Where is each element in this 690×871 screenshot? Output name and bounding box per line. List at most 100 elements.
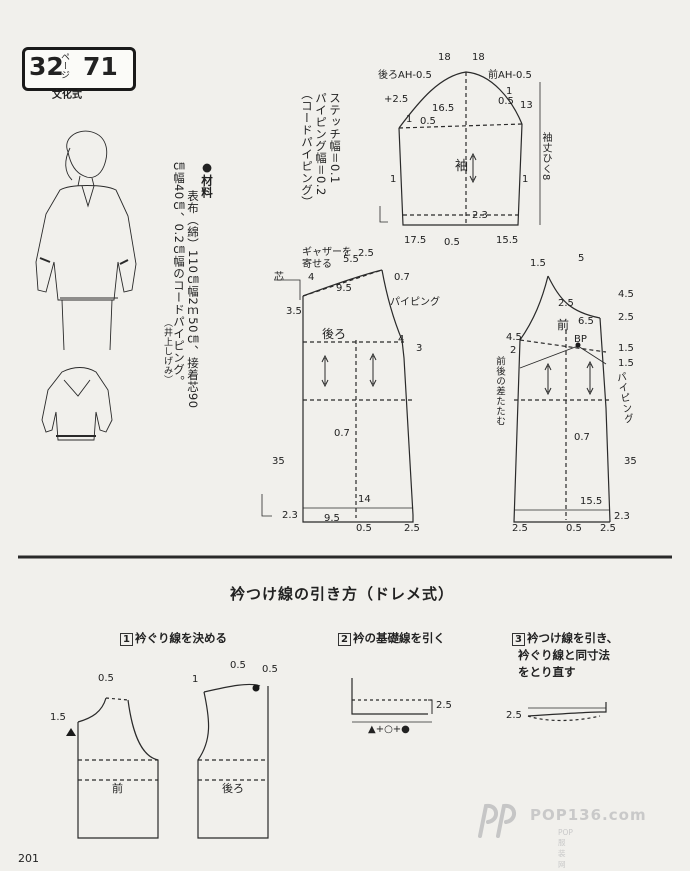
step3-dim-2-5: 2.5 [506, 710, 522, 721]
step-1-number: 1 [120, 633, 133, 646]
step1-dim-1: 1 [192, 674, 199, 685]
materials-title: ●材料 [200, 160, 214, 199]
dim-4-5-front-b: 4.5 [506, 332, 522, 343]
dim-2-5-front-b: 2.5 [618, 312, 634, 323]
step-2-number: 2 [338, 633, 351, 646]
item-number: 71 [83, 52, 118, 81]
neck-point-dot [252, 684, 260, 692]
dim-35-front: 35 [624, 456, 637, 467]
step2-diagram [351, 678, 433, 723]
stitch-width-note: ステッチ幅＝0.1 [328, 92, 342, 184]
back-view-illustration [41, 367, 113, 441]
step-3-number: 3 [512, 633, 525, 646]
sleeve-label: 袖 [455, 159, 469, 174]
dim-6-5: 6.5 [578, 316, 594, 327]
dim-2-5-front-c: 2.5 [512, 523, 528, 534]
footer-page-number: 201 [18, 852, 39, 865]
dart-fold-note: 前後の差たたむ [494, 356, 505, 426]
dim-2-3-sleeve: 2.3 [472, 210, 488, 221]
back-bodice-label: 後ろ [322, 327, 347, 341]
dim-1-5-front-a: 1.5 [530, 258, 546, 269]
materials-line-2: ㎝幅40㎝、0.2㎝幅のコードパイピング。 [172, 160, 186, 388]
interfacing-label: 芯 [274, 272, 284, 283]
bust-point-label: BP [574, 334, 587, 345]
materials-line-1: 表布（綿）110㎝幅2ｍ50㎝、接着芯90 [186, 190, 200, 409]
gather-note-2: 寄せる [302, 259, 332, 270]
dim-18-right: 18 [472, 52, 485, 63]
triangle-mark [66, 728, 76, 736]
dim-1-5-front-c: 1.5 [618, 358, 634, 369]
dim-14: 14 [358, 494, 371, 505]
step-3-text-a: 衿つけ線を引き、 [526, 631, 619, 645]
dim-2-5-back-a: 2.5 [358, 248, 374, 259]
step1-front-diagram [77, 697, 159, 839]
dim-1-d: 1 [522, 174, 529, 185]
dim-1-c: 1 [390, 174, 397, 185]
dim-13: 13 [520, 100, 533, 111]
dim-0-5-back: 0.5 [356, 523, 372, 534]
dim-0-5-front: 0.5 [566, 523, 582, 534]
step1-back-label: 後ろ [222, 782, 244, 795]
dim-15-5-front: 15.5 [580, 496, 603, 507]
dim-2-5-back-b: 2.5 [404, 523, 420, 534]
cord-piping-note: （コードパイピング） [300, 88, 314, 208]
dim-18-left: 18 [438, 52, 451, 63]
step1-front-label: 前 [112, 782, 123, 795]
dim-2-3-back: 2.3 [282, 510, 298, 521]
dim-3-5-back: 3.5 [286, 306, 302, 317]
dim-0-5-sleeve-c: 0.5 [444, 237, 460, 248]
piping-width-note: パイピング幅＝0.2 [314, 92, 328, 196]
dim-9-5-back-b: 9.5 [324, 513, 340, 524]
front-armhole-label: 前AH-0.5 [488, 70, 532, 81]
bust-point-dot [575, 342, 581, 348]
dim-0-5-sleeve-a: 0.5 [420, 116, 436, 127]
sleeve-pattern [379, 71, 541, 226]
page-suffix: ページ [59, 52, 69, 79]
dim-0-7-back-b: 0.7 [334, 428, 350, 439]
gather-note: ギャザーを [302, 247, 352, 258]
sleeve-length-label: 袖丈ひく8 [540, 132, 551, 181]
dim-2-front: 2 [510, 345, 517, 356]
watermark-subtext: POP服装网 [558, 828, 573, 869]
dim-9-5-back-a: 9.5 [336, 283, 352, 294]
step1-dim-0-5-a: 0.5 [98, 673, 114, 684]
dim-1-a: 1 [506, 86, 513, 97]
dim-35-back: 35 [272, 456, 285, 467]
step1-dim-0-5-b: 0.5 [230, 660, 246, 671]
front-bodice-label: 前 [557, 318, 570, 332]
page-badge: 32 ページ 71 [22, 47, 136, 91]
method-label: 文化式 [52, 90, 82, 101]
dim-4-back-b: 4 [398, 334, 405, 345]
watermark-logo-icon [478, 803, 516, 838]
dim-2-3-front: 2.3 [614, 511, 630, 522]
step2-dim-2-5: 2.5 [436, 700, 452, 711]
dim-5-5: 5.5 [343, 254, 359, 265]
back-bodice-pattern [261, 269, 414, 523]
dim-0-7-back-a: 0.7 [394, 272, 410, 283]
dim-16-5: 16.5 [432, 103, 455, 114]
step-3-text-b: 衿ぐり線と同寸法 [518, 648, 610, 662]
designer-credit: （井上しげみ） [162, 318, 172, 385]
dim-2-5-front-d: 2.5 [600, 523, 616, 534]
watermark: POP136.com POP服装网 [470, 798, 646, 869]
dim-2-5-front-a: 2.5 [558, 298, 574, 309]
watermark-text: POP136.com [530, 806, 647, 824]
dim-15-5-sleeve: 15.5 [496, 235, 519, 246]
dim-1-b: 1 [406, 114, 413, 125]
step3-diagram [527, 702, 607, 722]
dim-0-7-front: 0.7 [574, 432, 590, 443]
back-piping-label: パイピング [390, 297, 440, 308]
back-armhole-label: 後ろAH-0.5 [378, 70, 432, 81]
section-title: 衿つけ線の引き方（ドレメ式） [230, 585, 455, 603]
step2-formula: ▲+○+● [368, 724, 410, 735]
dim-17-5: 17.5 [404, 235, 427, 246]
dim-0-5-sleeve-b: 0.5 [498, 96, 514, 107]
step1-dim-0-5-c: 0.5 [262, 664, 278, 675]
dim-plus-2-5: +2.5 [384, 94, 409, 105]
page-number: 32 [29, 52, 64, 81]
step-1-text: 衿ぐり線を決める [134, 631, 227, 645]
